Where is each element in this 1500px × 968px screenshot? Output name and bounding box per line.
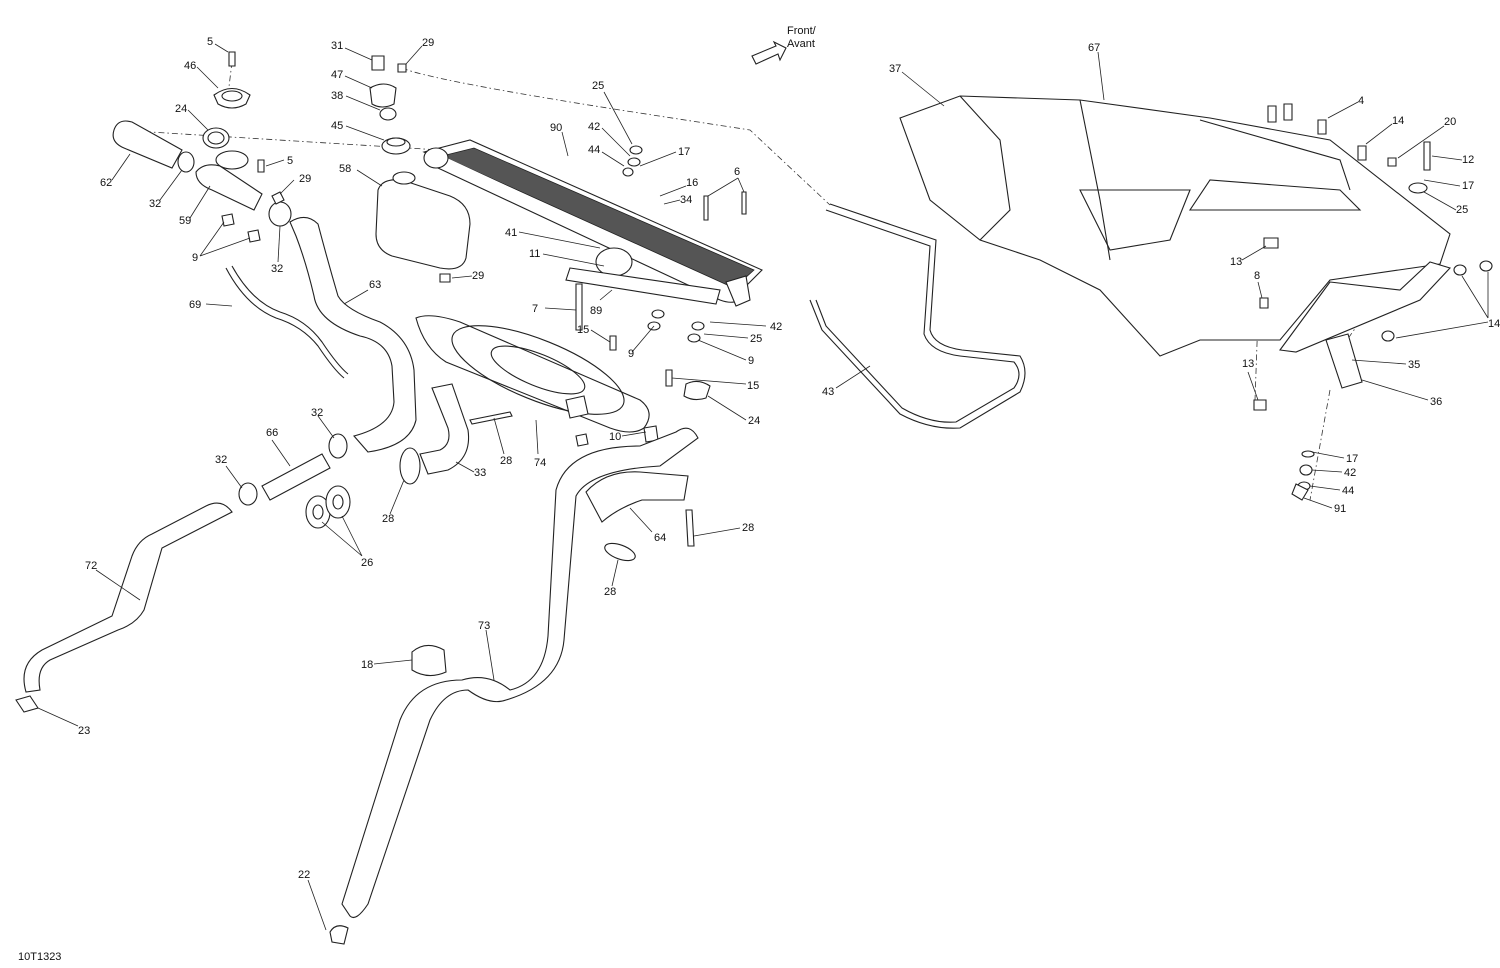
callout-13: 13	[1230, 256, 1242, 268]
callout-66: 66	[266, 427, 278, 439]
callout-15: 15	[747, 380, 759, 392]
callout-9: 9	[192, 252, 198, 264]
callout-32: 32	[271, 263, 283, 275]
callout-42: 42	[770, 321, 782, 333]
callout-9: 9	[748, 355, 754, 367]
callout-35: 35	[1408, 359, 1420, 371]
callout-36: 36	[1430, 396, 1442, 408]
callout-32: 32	[215, 454, 227, 466]
callout-32: 32	[311, 407, 323, 419]
callout-24: 24	[748, 415, 760, 427]
callout-20: 20	[1444, 116, 1456, 128]
callout-17: 17	[1462, 180, 1474, 192]
callout-63: 63	[369, 279, 381, 291]
callout-74: 74	[534, 457, 546, 469]
callout-64: 64	[654, 532, 666, 544]
callout-25: 25	[592, 80, 604, 92]
callout-73: 73	[478, 620, 490, 632]
callout-22: 22	[298, 869, 310, 881]
drawing-code: 10T1323	[18, 951, 61, 963]
callout-26: 26	[361, 557, 373, 569]
callout-4: 4	[1358, 95, 1364, 107]
callout-6: 6	[734, 166, 740, 178]
callout-28: 28	[382, 513, 394, 525]
callout-18: 18	[361, 659, 373, 671]
direction-label-avant: Avant	[787, 38, 815, 50]
callout-34: 34	[680, 194, 692, 206]
callout-25: 25	[750, 333, 762, 345]
callout-59: 59	[179, 215, 191, 227]
callout-33: 33	[474, 467, 486, 479]
callout-89: 89	[590, 305, 602, 317]
callout-23: 23	[78, 725, 90, 737]
callout-38: 38	[331, 90, 343, 102]
callout-5: 5	[207, 36, 213, 48]
callout-28: 28	[742, 522, 754, 534]
callout-69: 69	[189, 299, 201, 311]
callout-90: 90	[550, 122, 562, 134]
callout-labels: 5 46 24 62 32 59 5 29 9 32 69 31 29 47 3…	[78, 36, 1500, 881]
callout-47: 47	[331, 69, 343, 81]
callout-37: 37	[889, 63, 901, 75]
callout-46: 46	[184, 60, 196, 72]
callout-14: 14	[1392, 115, 1404, 127]
callout-45: 45	[331, 120, 343, 132]
callout-28: 28	[500, 455, 512, 467]
callout-58: 58	[339, 163, 351, 175]
callout-62: 62	[100, 177, 112, 189]
callout-43: 43	[822, 386, 834, 398]
callout-44: 44	[1342, 485, 1354, 497]
callout-44: 44	[588, 144, 600, 156]
callout-29: 29	[422, 37, 434, 49]
callout-31: 31	[331, 40, 343, 52]
callout-15: 15	[577, 324, 589, 336]
callout-14: 14	[1488, 318, 1500, 330]
callout-17: 17	[678, 146, 690, 158]
direction-label-front: Front/	[787, 25, 817, 37]
callout-5: 5	[287, 155, 293, 167]
callout-8: 8	[1254, 270, 1260, 282]
callout-7: 7	[532, 303, 538, 315]
part-drawings	[15, 40, 1493, 945]
callout-24: 24	[175, 103, 187, 115]
callout-13: 13	[1242, 358, 1254, 370]
callout-29: 29	[472, 270, 484, 282]
callout-32: 32	[149, 198, 161, 210]
callout-29: 29	[299, 173, 311, 185]
callout-41: 41	[505, 227, 517, 239]
callout-42: 42	[588, 121, 600, 133]
callout-12: 12	[1462, 154, 1474, 166]
callout-67: 67	[1088, 42, 1100, 54]
callout-11: 11	[529, 248, 540, 260]
callout-91: 91	[1334, 503, 1346, 515]
callout-16: 16	[686, 177, 698, 189]
leader-lines	[37, 43, 1489, 931]
callout-28: 28	[604, 586, 616, 598]
callout-42: 42	[1344, 467, 1356, 479]
callout-17: 17	[1346, 453, 1358, 465]
callout-25: 25	[1456, 204, 1468, 216]
callout-9: 9	[628, 348, 634, 360]
callout-10: 10	[609, 431, 621, 443]
callout-72: 72	[85, 560, 97, 572]
